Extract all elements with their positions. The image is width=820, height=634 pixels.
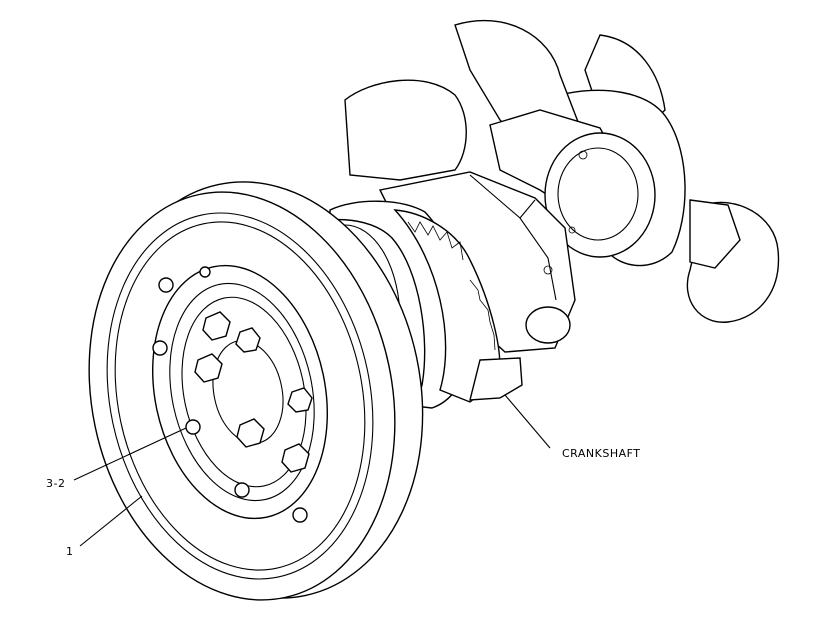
- damper-bolt-group: [152, 266, 308, 523]
- vibration-damper: [88, 181, 424, 601]
- crankshaft: [289, 19, 780, 424]
- item-1-label: 1: [66, 545, 74, 558]
- hub-bolt-group: [194, 311, 313, 473]
- crankshaft-leader-line: [504, 394, 551, 449]
- crankshaft-label: CRANKSHAFT: [562, 447, 641, 460]
- item-3-2-leader-line: [73, 427, 187, 481]
- item-1-leader-line: [79, 495, 143, 547]
- item-3-2-label: 3-2: [46, 477, 66, 490]
